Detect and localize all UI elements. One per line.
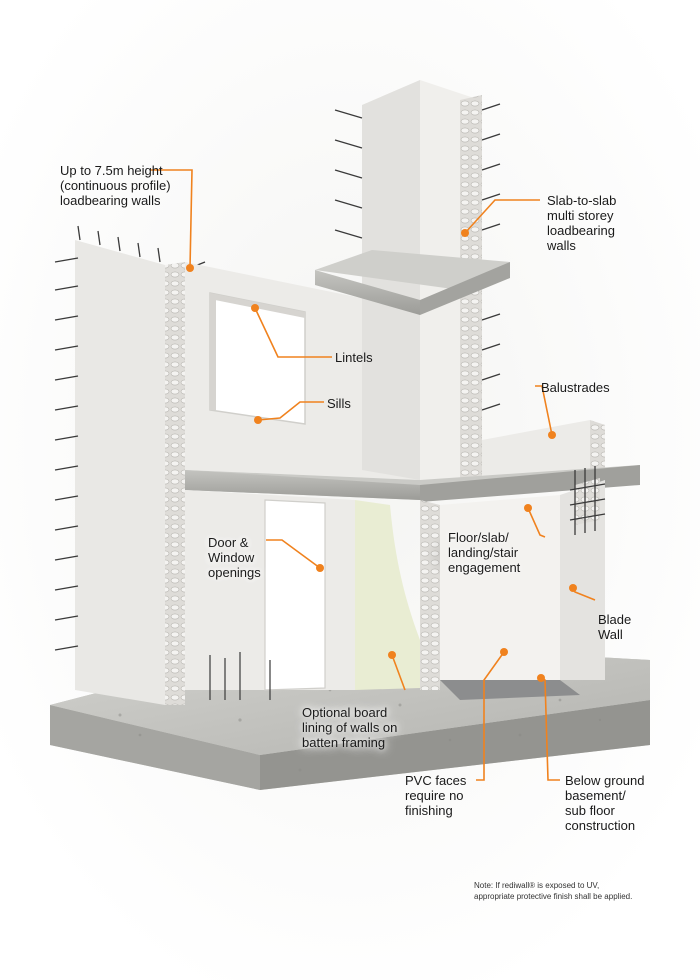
callout-dots [186,229,577,682]
callout-lintels: Lintels [335,350,373,365]
callout-below-ground: Below ground basement/ sub floor constru… [565,773,645,833]
callout-slab-to-slab: Slab-to-slab multi storey loadbearing wa… [547,193,617,253]
callout-height-walls: Up to 7.5m height (continuous profile) l… [60,163,171,208]
callout-sills: Sills [327,396,351,411]
callout-floor-slab: Floor/slab/ landing/stair engagement [448,530,521,575]
tall-left-wall [54,225,206,705]
callout-door-window: Door & Window openings [208,535,261,580]
callout-board-lining: Optional board lining of walls on batten… [302,705,398,750]
upper-wall [185,262,420,480]
uv-note-line-2: appropriate protective finish shall be a… [474,892,633,901]
basement-interior [420,466,606,700]
board-lining-panel [355,500,420,690]
balustrade-wall [482,420,605,485]
callout-blade-wall: Blade Wall [598,612,632,642]
starter-bars [209,652,271,700]
uv-note-line-1: Note: If rediwall® is exposed to UV, [474,881,600,890]
callout-balustrades: Balustrades [541,380,610,395]
upper-floor-slab [315,250,510,315]
uv-note: Note: If rediwall® is exposed to UV, app… [474,880,632,902]
callout-pvc-faces: PVC faces require no finishing [405,773,467,818]
lower-wall-door [185,490,355,691]
